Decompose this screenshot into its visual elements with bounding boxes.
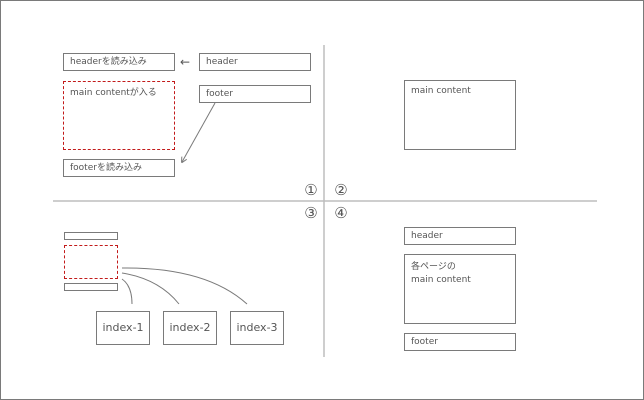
curve-index-2	[121, 272, 180, 305]
main-content-box: main content	[404, 80, 516, 150]
page-index-1: index-1	[96, 311, 150, 345]
quadrant-number-3: ③	[304, 204, 318, 222]
header-load-box: headerを読み込み	[63, 53, 175, 71]
curve-index-3	[121, 267, 248, 305]
main-content-slot: main contentが入る	[63, 81, 175, 150]
quadrant-number-2: ②	[334, 181, 348, 199]
footer-load-box: footerを読み込み	[63, 159, 175, 177]
quadrant-number-4: ④	[334, 204, 348, 222]
result-header-box: header	[404, 227, 516, 245]
mini-footer-bar	[64, 283, 118, 291]
mini-main-slot	[64, 245, 118, 279]
result-footer-box: footer	[404, 333, 516, 351]
page-index-3: index-3	[230, 311, 284, 345]
left-arrow-icon: ←	[180, 55, 191, 69]
result-main-box: 各ページの main content	[404, 254, 516, 324]
footer-part-box: footer	[199, 85, 311, 103]
quadrant-number-1: ①	[304, 181, 318, 199]
page-index-2: index-2	[163, 311, 217, 345]
mini-header-bar	[64, 232, 118, 240]
header-part-box: header	[199, 53, 311, 71]
curve-index-1	[121, 278, 133, 305]
footer-arrow-line	[182, 102, 216, 162]
